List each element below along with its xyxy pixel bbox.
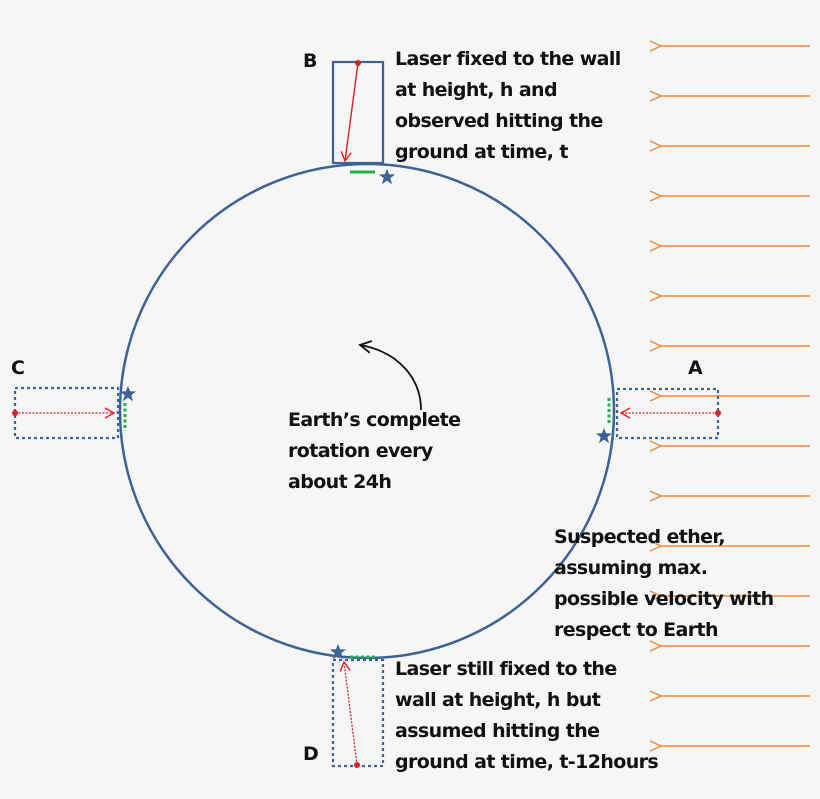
note-line: Suspected ether, (554, 526, 726, 548)
laser-beam-b (340, 62, 359, 163)
note-line: Earth’s complete (288, 409, 461, 431)
note-line: assuming max. (554, 557, 708, 579)
laser-source-b (355, 60, 361, 66)
note-ether: Suspected ether, assuming max. possible … (554, 522, 774, 646)
note-line: rotation every (288, 440, 433, 462)
note-line: observed hitting the (395, 110, 603, 132)
note-line: about 24h (288, 471, 392, 493)
star-icon (119, 385, 137, 402)
note-d: Laser still fixed to the wall at height,… (395, 654, 659, 778)
label-c: C (11, 357, 25, 379)
label-a: A (688, 357, 703, 379)
wall-b (331, 60, 385, 165)
star-icon (378, 168, 396, 185)
wall-a (615, 387, 720, 440)
laser-source-c (12, 410, 18, 416)
note-line: Laser still fixed to the (395, 658, 617, 680)
note-line: ground at time, t-12hours (395, 751, 659, 773)
wall-c (13, 386, 120, 440)
note-line: respect to Earth (554, 619, 719, 641)
note-rotation: Earth’s complete rotation every about 24… (288, 405, 461, 498)
laser-beam-d (339, 660, 358, 766)
star-icon (595, 427, 613, 444)
note-line: ground at time, t (395, 141, 568, 163)
laser-source-d (354, 762, 360, 768)
laser-source-a (715, 410, 721, 416)
note-b: Laser fixed to the wall at height, h and… (395, 44, 621, 168)
label-d: D (303, 743, 319, 765)
note-line: at height, h and (395, 79, 558, 101)
label-b: B (303, 50, 318, 72)
ether-arrows (661, 46, 810, 746)
note-line: assumed hitting the (395, 720, 600, 742)
wall-d (331, 658, 385, 768)
note-line: Laser fixed to the wall (395, 48, 621, 70)
note-line: wall at height, h but (395, 689, 601, 711)
note-line: possible velocity with (554, 588, 774, 610)
curved-arrow-icon (358, 340, 422, 411)
